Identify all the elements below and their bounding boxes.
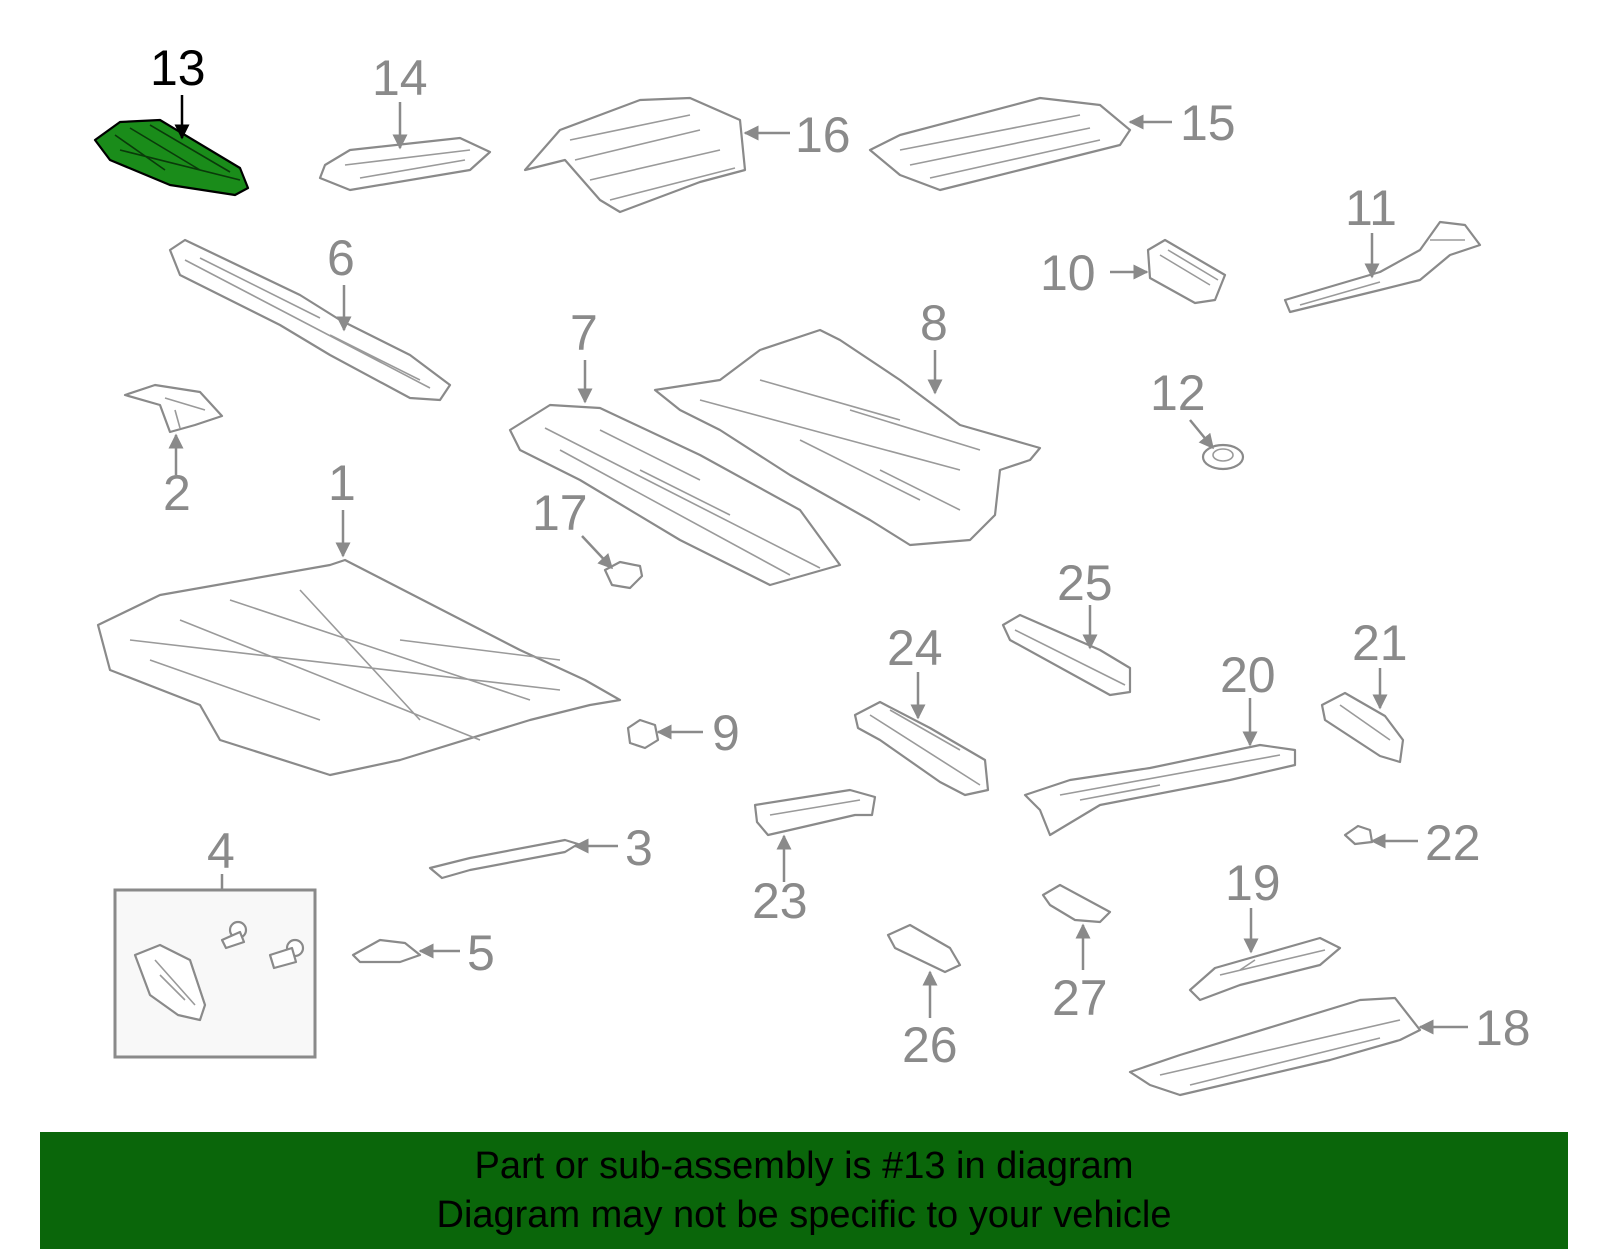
part-25[interactable] bbox=[1001, 613, 1132, 697]
part-23[interactable] bbox=[753, 788, 877, 837]
callout-9: 9 bbox=[712, 705, 740, 761]
banner-line-part: Part or sub-assembly is #13 in diagram bbox=[474, 1145, 1134, 1187]
callout-17-arrow bbox=[581, 535, 614, 570]
callout-15: 15 bbox=[1180, 95, 1236, 151]
part-10[interactable] bbox=[1146, 238, 1227, 305]
callout-17: 17 bbox=[532, 485, 588, 541]
callout-21: 21 bbox=[1352, 615, 1408, 671]
part-6[interactable] bbox=[168, 238, 452, 402]
part-4[interactable] bbox=[113, 888, 317, 1059]
callout-26: 26 bbox=[902, 1017, 958, 1073]
part-13[interactable] bbox=[93, 118, 250, 197]
callout-10: 10 bbox=[1040, 245, 1096, 301]
part-22[interactable] bbox=[1343, 824, 1374, 846]
callout-16: 16 bbox=[795, 107, 851, 163]
callout-8: 8 bbox=[920, 295, 948, 351]
callout-13: 13 bbox=[150, 40, 206, 96]
callout-18: 18 bbox=[1475, 1000, 1531, 1056]
part-5[interactable] bbox=[351, 938, 422, 964]
callout-3: 3 bbox=[625, 820, 653, 876]
part-7[interactable] bbox=[508, 403, 842, 587]
info-banner: Part or sub-assembly is #13 in diagram D… bbox=[40, 1132, 1568, 1249]
part-11[interactable] bbox=[1283, 220, 1482, 314]
callout-19: 19 bbox=[1225, 855, 1281, 911]
callout-11: 11 bbox=[1345, 180, 1397, 236]
part-1[interactable] bbox=[96, 558, 622, 777]
part-27[interactable] bbox=[1041, 883, 1112, 924]
part-19[interactable] bbox=[1188, 936, 1342, 1002]
part-8[interactable] bbox=[653, 328, 1042, 547]
callout-27: 27 bbox=[1052, 970, 1108, 1026]
callout-1: 1 bbox=[328, 455, 356, 511]
part-9[interactable] bbox=[626, 718, 660, 750]
part-15[interactable] bbox=[868, 96, 1132, 192]
part-16[interactable] bbox=[523, 96, 747, 214]
banner-line-disclaimer: Diagram may not be specific to your vehi… bbox=[436, 1194, 1172, 1236]
callout-14: 14 bbox=[372, 50, 428, 106]
callout-22: 22 bbox=[1425, 815, 1481, 871]
part-24[interactable] bbox=[853, 700, 990, 797]
part-12[interactable] bbox=[1201, 443, 1245, 471]
callout-7: 7 bbox=[570, 305, 598, 361]
callout-25: 25 bbox=[1057, 555, 1113, 611]
callout-12: 12 bbox=[1150, 365, 1206, 421]
callout-12-arrow bbox=[1189, 419, 1214, 450]
part-26[interactable] bbox=[886, 923, 962, 974]
part-21[interactable] bbox=[1320, 691, 1405, 764]
callout-4: 4 bbox=[207, 823, 235, 879]
callout-24: 24 bbox=[887, 620, 943, 676]
part-2[interactable] bbox=[123, 383, 224, 434]
part-20[interactable] bbox=[1023, 743, 1297, 837]
callout-5: 5 bbox=[467, 925, 495, 981]
part-17[interactable] bbox=[603, 560, 644, 590]
part-14[interactable] bbox=[318, 136, 492, 192]
part-18[interactable] bbox=[1128, 996, 1422, 1097]
part-3[interactable] bbox=[428, 838, 580, 880]
callout-6: 6 bbox=[327, 230, 355, 286]
callout-20: 20 bbox=[1220, 647, 1276, 703]
callout-23: 23 bbox=[752, 873, 808, 929]
